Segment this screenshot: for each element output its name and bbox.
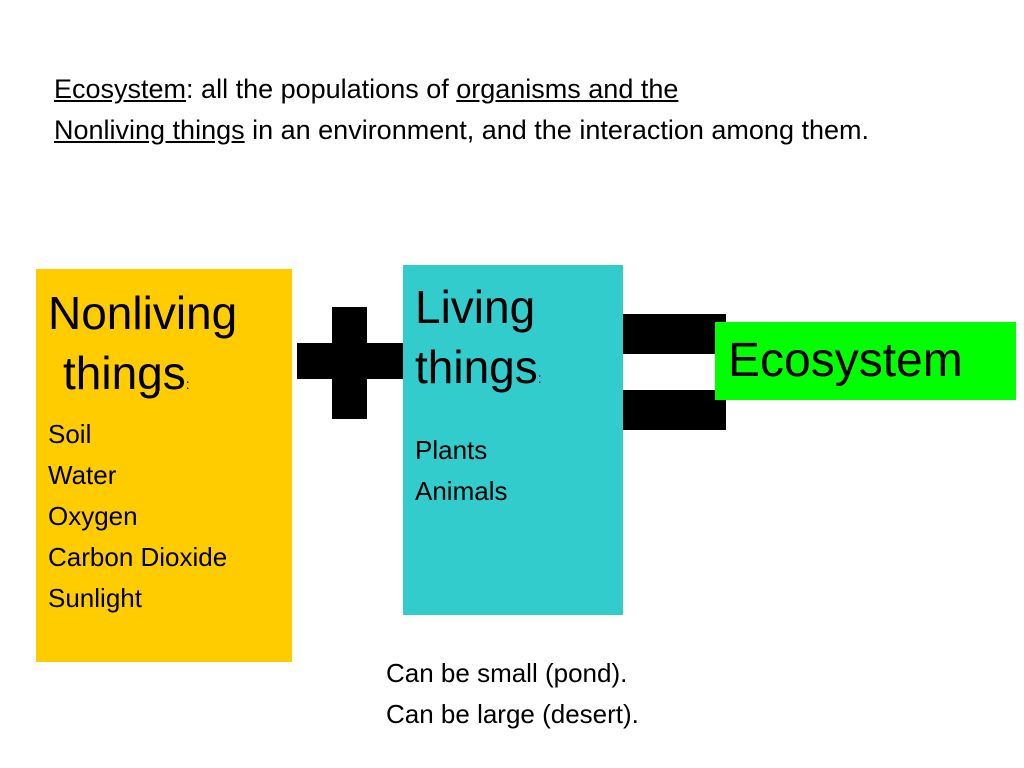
equals-icon-top-bar — [623, 314, 726, 354]
nonliving-heading-colon: : — [185, 376, 190, 392]
living-heading-line2-row: things: — [415, 337, 623, 408]
nonliving-items-list: Soil Water Oxygen Carbon Dioxide Sunligh… — [48, 414, 292, 619]
size-notes: Can be small (pond). Can be large (deser… — [386, 653, 639, 735]
nonliving-item-soil: Soil — [48, 419, 92, 449]
definition-text-b: in an environment, and the interaction a… — [244, 115, 869, 145]
plus-icon-horizontal-bar — [297, 343, 403, 379]
nonliving-item-carbon-dioxide: Carbon Dioxide — [48, 542, 228, 572]
definition-term2-line1: organisms and the — [456, 74, 679, 104]
nonliving-item-sunlight: Sunlight — [48, 583, 142, 613]
nonliving-item-oxygen: Oxygen — [48, 501, 138, 531]
nonliving-heading-line2-row: things: — [48, 343, 292, 414]
ecosystem-result-box: Ecosystem — [715, 322, 1016, 400]
note-large: Can be large (desert). — [386, 699, 639, 729]
living-item-plants: Plants — [415, 435, 488, 465]
living-heading-line2: things — [415, 341, 538, 393]
nonliving-heading-line2: things — [63, 347, 186, 399]
living-heading-colon: : — [537, 370, 542, 386]
equals-icon-bottom-bar — [623, 390, 726, 430]
ecosystem-definition: Ecosystem: all the populations of organi… — [54, 69, 1009, 151]
nonliving-heading-line1: Nonliving — [48, 287, 238, 339]
note-small: Can be small (pond). — [386, 658, 628, 688]
living-heading-line1: Living — [415, 281, 536, 333]
definition-term: Ecosystem — [54, 74, 187, 104]
living-items-list: Plants Animals — [415, 430, 623, 512]
ecosystem-result-label: Ecosystem — [728, 334, 963, 387]
living-things-box: Living things: Plants Animals — [403, 265, 623, 615]
definition-text-a: : all the populations of — [186, 74, 457, 104]
definition-term2-line2: Nonliving things — [54, 115, 245, 145]
nonliving-item-water: Water — [48, 460, 117, 490]
living-item-animals: Animals — [415, 476, 508, 506]
nonliving-things-box: Nonliving things: Soil Water Oxygen Carb… — [36, 269, 292, 662]
